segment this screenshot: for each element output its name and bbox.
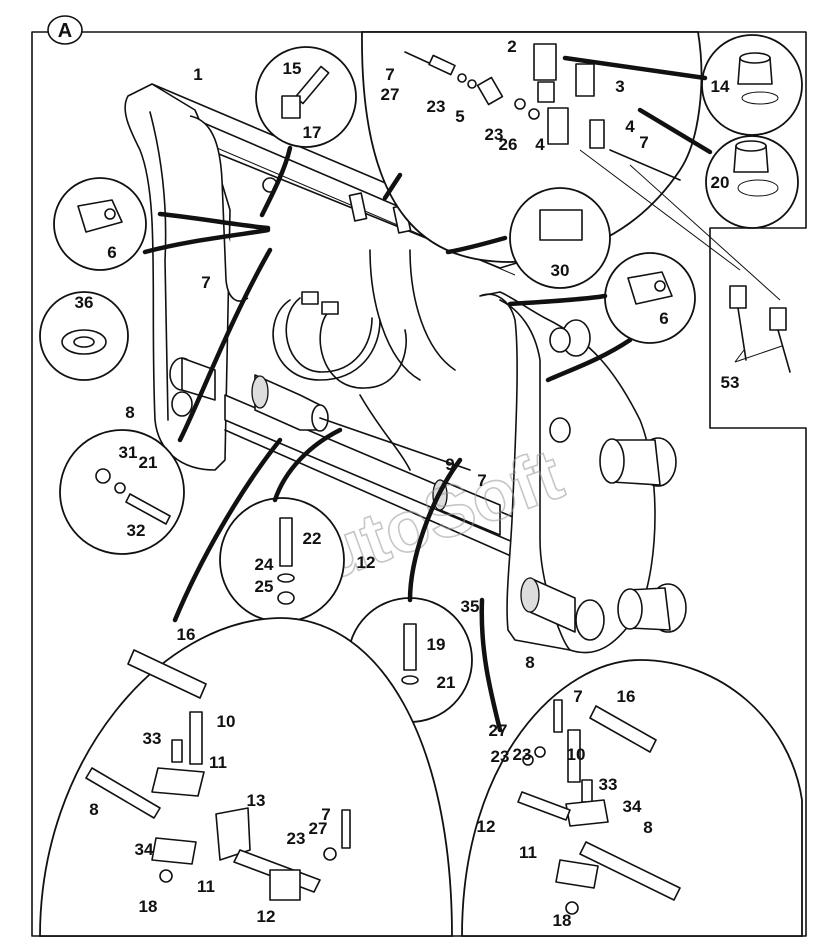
drawing-frame (31, 31, 807, 937)
part-number-label: 5 (455, 107, 464, 126)
label-plate (539, 209, 583, 241)
leader-lines (142, 55, 713, 733)
part-number-label: 24 (255, 555, 274, 574)
fittings-parts (404, 43, 681, 181)
part-number-label: 19 (427, 635, 446, 654)
linkage-parts-left (85, 649, 351, 901)
part-number-label: 12 (477, 817, 496, 836)
part-number-label: 11 (209, 753, 227, 772)
part-number-label: 14 (711, 77, 730, 96)
part-number-label: 6 (107, 243, 116, 262)
linkage-parts-right (517, 699, 681, 915)
part-number-label: 17 (303, 123, 322, 142)
view-label-badge: A (47, 15, 83, 45)
part-number-label: 23 (485, 125, 504, 144)
part-number-label: 21 (139, 453, 158, 472)
part-number-label: 2 (507, 37, 516, 56)
part-number-label: 27 (489, 721, 508, 740)
part-number-label: 13 (247, 791, 266, 810)
part-number-label: 34 (135, 840, 154, 859)
part-number-label: 34 (623, 797, 642, 816)
part-number-label: 27 (381, 85, 400, 104)
part-number-label: 7 (321, 805, 330, 824)
part-number-label: 11 (197, 877, 215, 896)
caps (733, 52, 779, 197)
part-number-label: 7 (639, 133, 648, 152)
part-number-label: 7 (201, 273, 210, 292)
linkage-detail-left (39, 617, 453, 937)
hose-end-detail-53 (579, 149, 802, 424)
part-number-label: 4 (535, 135, 545, 154)
part-number-label: 53 (721, 373, 740, 392)
dust-cap-detail-20 (705, 135, 799, 229)
part-number-label: 8 (525, 653, 534, 672)
part-number-label: 32 (127, 521, 146, 540)
part-number-label: 11 (519, 843, 537, 862)
dust-cap-detail-14 (701, 34, 803, 136)
part-number-label: 6 (659, 309, 668, 328)
part-number-label: 10 (217, 712, 236, 731)
part-number-label: 4 (625, 117, 635, 136)
part-number-labels: 1234456677777788889101011111112121213141… (75, 37, 740, 930)
part-number-label: 27 (309, 819, 328, 838)
part-number-label: 18 (553, 911, 572, 930)
part-number-label: 1 (193, 65, 202, 84)
pin-parts (281, 65, 330, 119)
part-number-label: 16 (177, 625, 196, 644)
part-number-label: 8 (89, 800, 98, 819)
part-number-label: 33 (599, 775, 618, 794)
part-number-label: 33 (143, 729, 162, 748)
part-number-label: 9 (445, 455, 454, 474)
part-number-label: 18 (139, 897, 158, 916)
part-number-label: 22 (303, 529, 322, 548)
part-number-label: 35 (461, 597, 480, 616)
view-label: A (58, 20, 72, 42)
part-number-label: 23 (287, 829, 306, 848)
part-number-label: 8 (643, 818, 652, 837)
part-number-label: 21 (437, 673, 456, 692)
part-number-label: 7 (477, 471, 486, 490)
part-number-label: 12 (257, 907, 276, 926)
part-number-label: 31 (119, 443, 138, 462)
part-number-label: 16 (617, 687, 636, 706)
clamp-parts (77, 199, 673, 305)
linkage-detail-right (461, 659, 803, 937)
part-number-label: 15 (283, 59, 302, 78)
part-number-label: 7 (573, 687, 582, 706)
part-number-label: 36 (75, 293, 94, 312)
part-number-label: 25 (255, 577, 274, 596)
washer-part (61, 329, 107, 355)
part-number-label: 26 (499, 135, 518, 154)
part-number-label: 8 (125, 403, 134, 422)
bolt-parts (95, 468, 419, 685)
part-number-label: 23 (427, 97, 446, 116)
part-number-label: 7 (385, 65, 394, 84)
part-number-label: 12 (357, 553, 376, 572)
part-number-label: 23 (513, 745, 532, 764)
part-number-label: 23 (491, 747, 510, 766)
hose-end-parts (729, 285, 791, 373)
part-number-label: 10 (567, 745, 586, 764)
part-number-label: 30 (551, 261, 570, 280)
carriage-frame (124, 83, 687, 654)
part-number-label: 3 (615, 77, 624, 96)
part-number-label: 20 (711, 173, 730, 192)
